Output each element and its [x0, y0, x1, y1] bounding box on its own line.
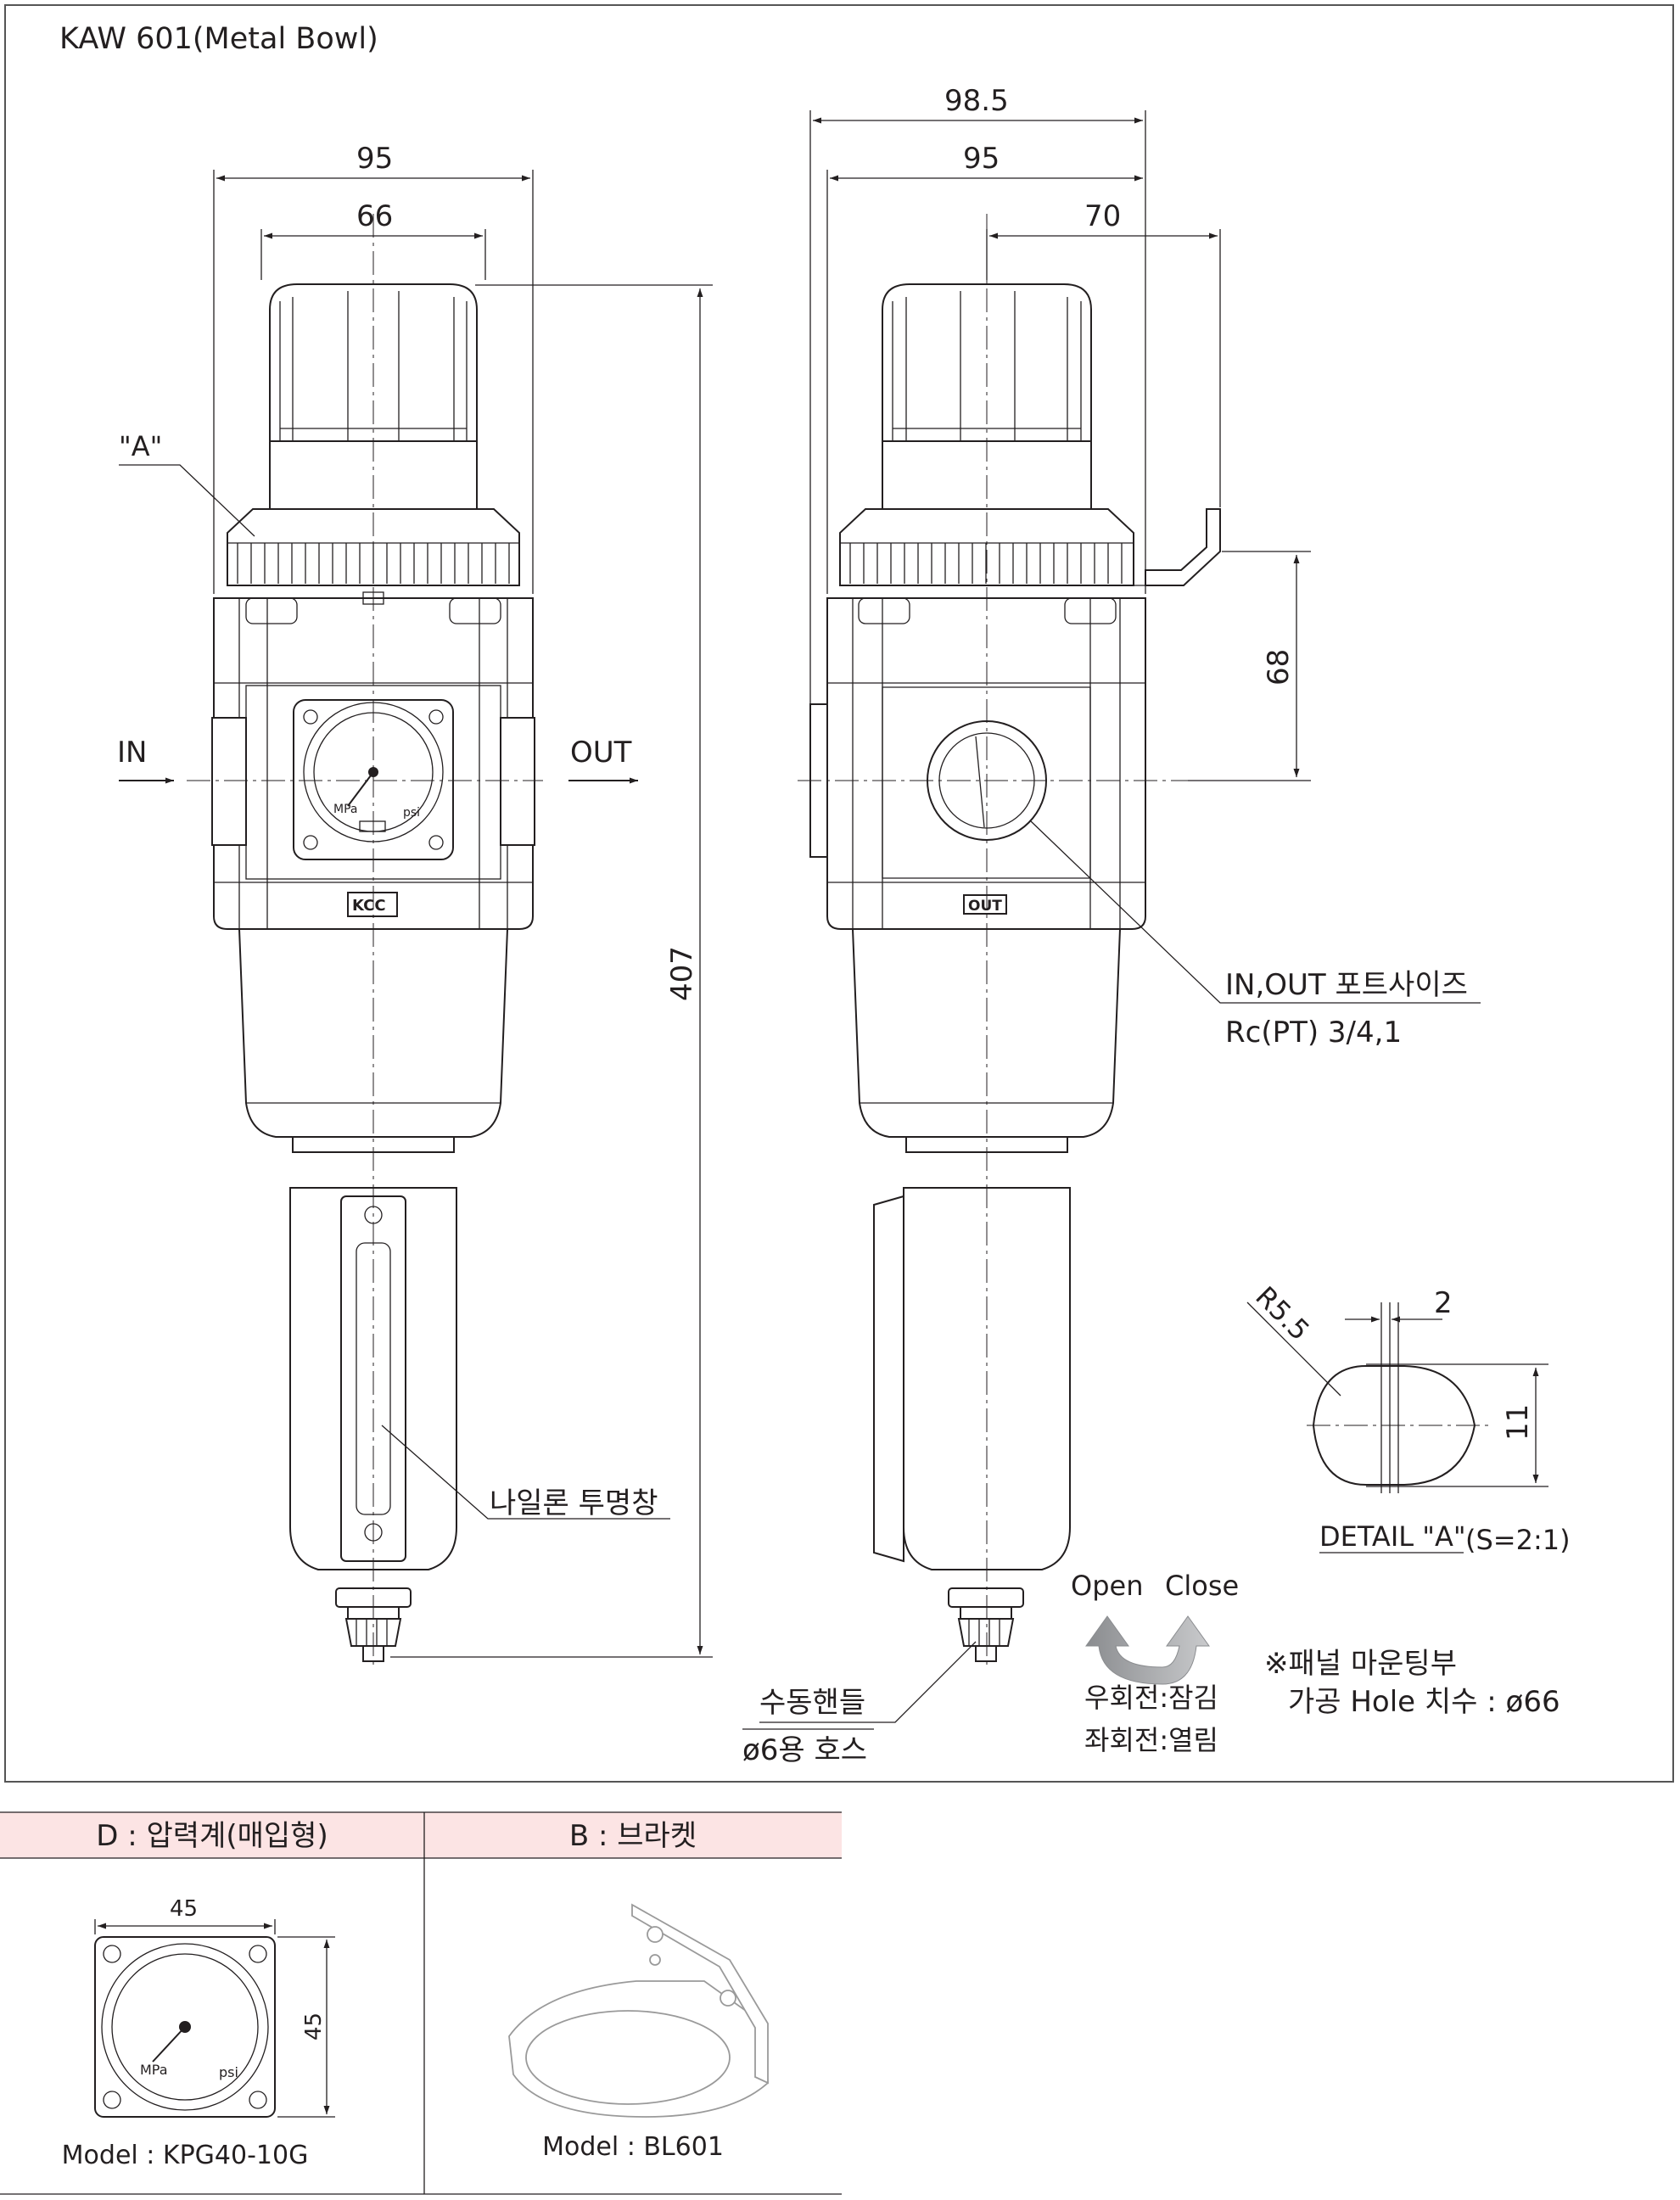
option-gauge-dim-height: 45 — [301, 2012, 327, 2040]
brand-mark-text: KCC — [352, 897, 386, 915]
option-bracket-model: Model : BL601 — [542, 2132, 724, 2162]
side-body: OUT — [809, 597, 1146, 930]
dim-side-95: 95 — [963, 142, 1000, 176]
label-nylon-window: 나일론 투명창 — [490, 1486, 658, 1520]
panel-note-line2: 가공 Hole 치수 : ø66 — [1288, 1685, 1560, 1719]
label-rotation-ccw: 좌회전:열림 — [1084, 1724, 1218, 1756]
dim-front-width-95: 95 — [356, 142, 393, 176]
option-bracket-header: B : 브라켓 — [569, 1819, 697, 1853]
label-open: Open — [1071, 1570, 1143, 1602]
label-port-size-2: Rc(PT) 3/4,1 — [1225, 1016, 1402, 1050]
side-view: OUT 98.5 95 — [742, 84, 1481, 1767]
side-metal-bowl — [873, 1187, 1071, 1570]
label-handle-2: ø6용 호스 — [742, 1733, 867, 1767]
option-gauge-dim-width: 45 — [170, 1896, 198, 1922]
dim-side-68: 68 — [1262, 649, 1296, 686]
label-out: OUT — [570, 736, 632, 770]
detail-a-scale: (S=2:1) — [1465, 1524, 1571, 1556]
option-bracket-drawing — [508, 1903, 769, 2118]
side-port-marking: OUT — [968, 898, 1002, 915]
bowl-guard — [238, 928, 509, 1153]
option-gauge-mpa: MPa — [140, 2062, 168, 2078]
mounting-bracket — [1052, 508, 1221, 586]
side-drain — [948, 1587, 1024, 1662]
option-gauge-model: Model : KPG40-10G — [62, 2141, 309, 2170]
label-in: IN — [117, 736, 147, 770]
options-table: D : 압력계(매입형) B : 브라켓 MPa psi 45 45 Model… — [0, 1811, 842, 2195]
label-detail-a-ref: "A" — [119, 430, 162, 462]
dim-front-height-407: 407 — [665, 946, 699, 1001]
drawing-title: KAW 601(Metal Bowl) — [59, 22, 378, 56]
dim-side-98-5: 98.5 — [944, 84, 1009, 118]
option-gauge-header: D : 압력계(매입형) — [96, 1819, 328, 1853]
brand-mark: KCC — [347, 892, 398, 917]
panel-note-line1: ※패널 마운팅부 — [1264, 1647, 1457, 1681]
option-gauge-drawing: MPa psi 45 45 — [94, 1896, 335, 2118]
dim-front-width-66: 66 — [356, 199, 393, 233]
rotation-arrow-icon — [1085, 1615, 1210, 1685]
front-view: MPa psi KCC — [117, 142, 713, 1667]
dim-detail-11: 11 — [1501, 1404, 1535, 1441]
dim-detail-r5-5: R5.5 — [1249, 1280, 1316, 1347]
label-handle-1: 수동핸들 — [759, 1686, 865, 1720]
drawing-frame — [4, 4, 1674, 1783]
label-rotation-cw: 우회전:잠김 — [1084, 1682, 1218, 1714]
gauge-unit-psi: psi — [403, 806, 420, 820]
detail-a: 2 11 R5.5 DETAIL "A" (S=2:1) — [1246, 1280, 1571, 1556]
label-close: Close — [1165, 1570, 1239, 1602]
dim-side-70: 70 — [1084, 199, 1121, 233]
option-gauge-psi: psi — [219, 2064, 238, 2080]
dim-detail-2: 2 — [1434, 1286, 1453, 1320]
detail-a-caption: DETAIL "A" — [1319, 1520, 1466, 1553]
label-port-size-1: IN,OUT 포트사이즈 — [1225, 968, 1468, 1002]
side-bowl-guard — [851, 928, 1122, 1153]
gauge-unit-mpa: MPa — [333, 803, 357, 816]
